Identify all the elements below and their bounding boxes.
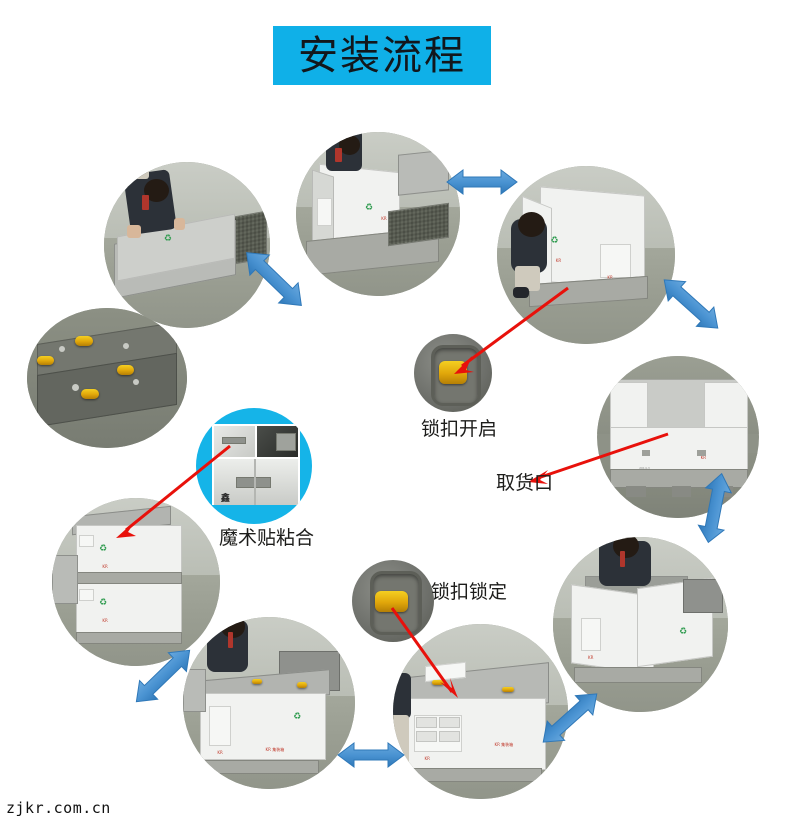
step-photo-raise-side-walls: ♻ KR — [296, 132, 460, 296]
step-photo-close-and-lock-walls: ♻ KR KR — [497, 166, 675, 344]
flow-arrow-step4-to-step5 — [693, 471, 738, 546]
step-photo-stacked-containers: ♻ ♻ KR KR — [52, 498, 220, 666]
flow-arrow-step5-to-step6 — [533, 682, 608, 754]
flow-arrow-step3-to-step2 — [446, 167, 518, 197]
step-photo-lay-base-panel: ♻ — [104, 162, 270, 328]
flow-arrow-step7-to-step8 — [125, 639, 200, 713]
flow-arrow-step6-to-step7 — [337, 740, 405, 770]
site-watermark: zjkr.com.cn — [6, 799, 111, 817]
callout-label-pickup-opening: 取货口 — [496, 472, 554, 494]
page-title: 安装流程 — [298, 32, 466, 79]
callout-label-lock-open: 锁扣开启 — [421, 418, 498, 440]
step-photo-secure-lid: ♻ KR KR 集装箱 — [183, 617, 355, 789]
callout-icon-lock-latch-open — [414, 334, 492, 412]
callout-icon-lock-latch-closed — [352, 560, 434, 642]
step-photo-fit-top-lid: KR 集装箱 KR — [393, 624, 568, 799]
callout-label-lock-closed: 锁扣锁定 — [431, 581, 508, 603]
step-photo-folded-flat-pallet — [27, 308, 187, 448]
page-title-banner: 安装流程 — [273, 26, 491, 85]
flow-arrow-step3-to-step4 — [654, 268, 729, 340]
flow-arrow-step2-to-step1 — [235, 240, 313, 317]
step-photo-open-container-ready: ♻ KR — [553, 537, 728, 712]
callout-icon-velcro-patch: 鑫 — [196, 408, 312, 524]
step-photo-pickup-opening-view: KR 2014-3 — [597, 356, 759, 518]
callout-label-velcro: 魔术贴粘合 — [219, 527, 315, 549]
